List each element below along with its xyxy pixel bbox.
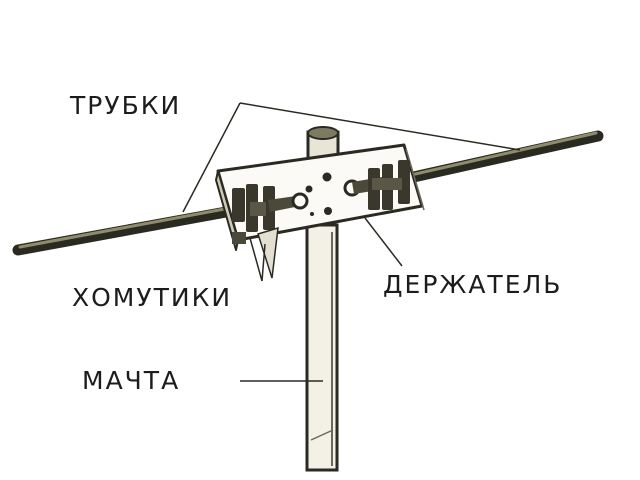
clamp-right xyxy=(343,160,410,210)
mast xyxy=(305,223,339,472)
mast-top xyxy=(306,126,340,164)
leader-lines xyxy=(182,102,521,382)
label-mast: МАЧТА xyxy=(82,366,181,395)
tube-right xyxy=(394,130,604,186)
label-tubes: ТРУБКИ xyxy=(70,91,182,120)
tube-left xyxy=(12,202,254,256)
label-clamps: ХОМУТИКИ xyxy=(72,283,233,312)
clamp-left xyxy=(232,184,309,279)
label-holder: ДЕРЖАТЕЛЬ xyxy=(383,270,563,299)
